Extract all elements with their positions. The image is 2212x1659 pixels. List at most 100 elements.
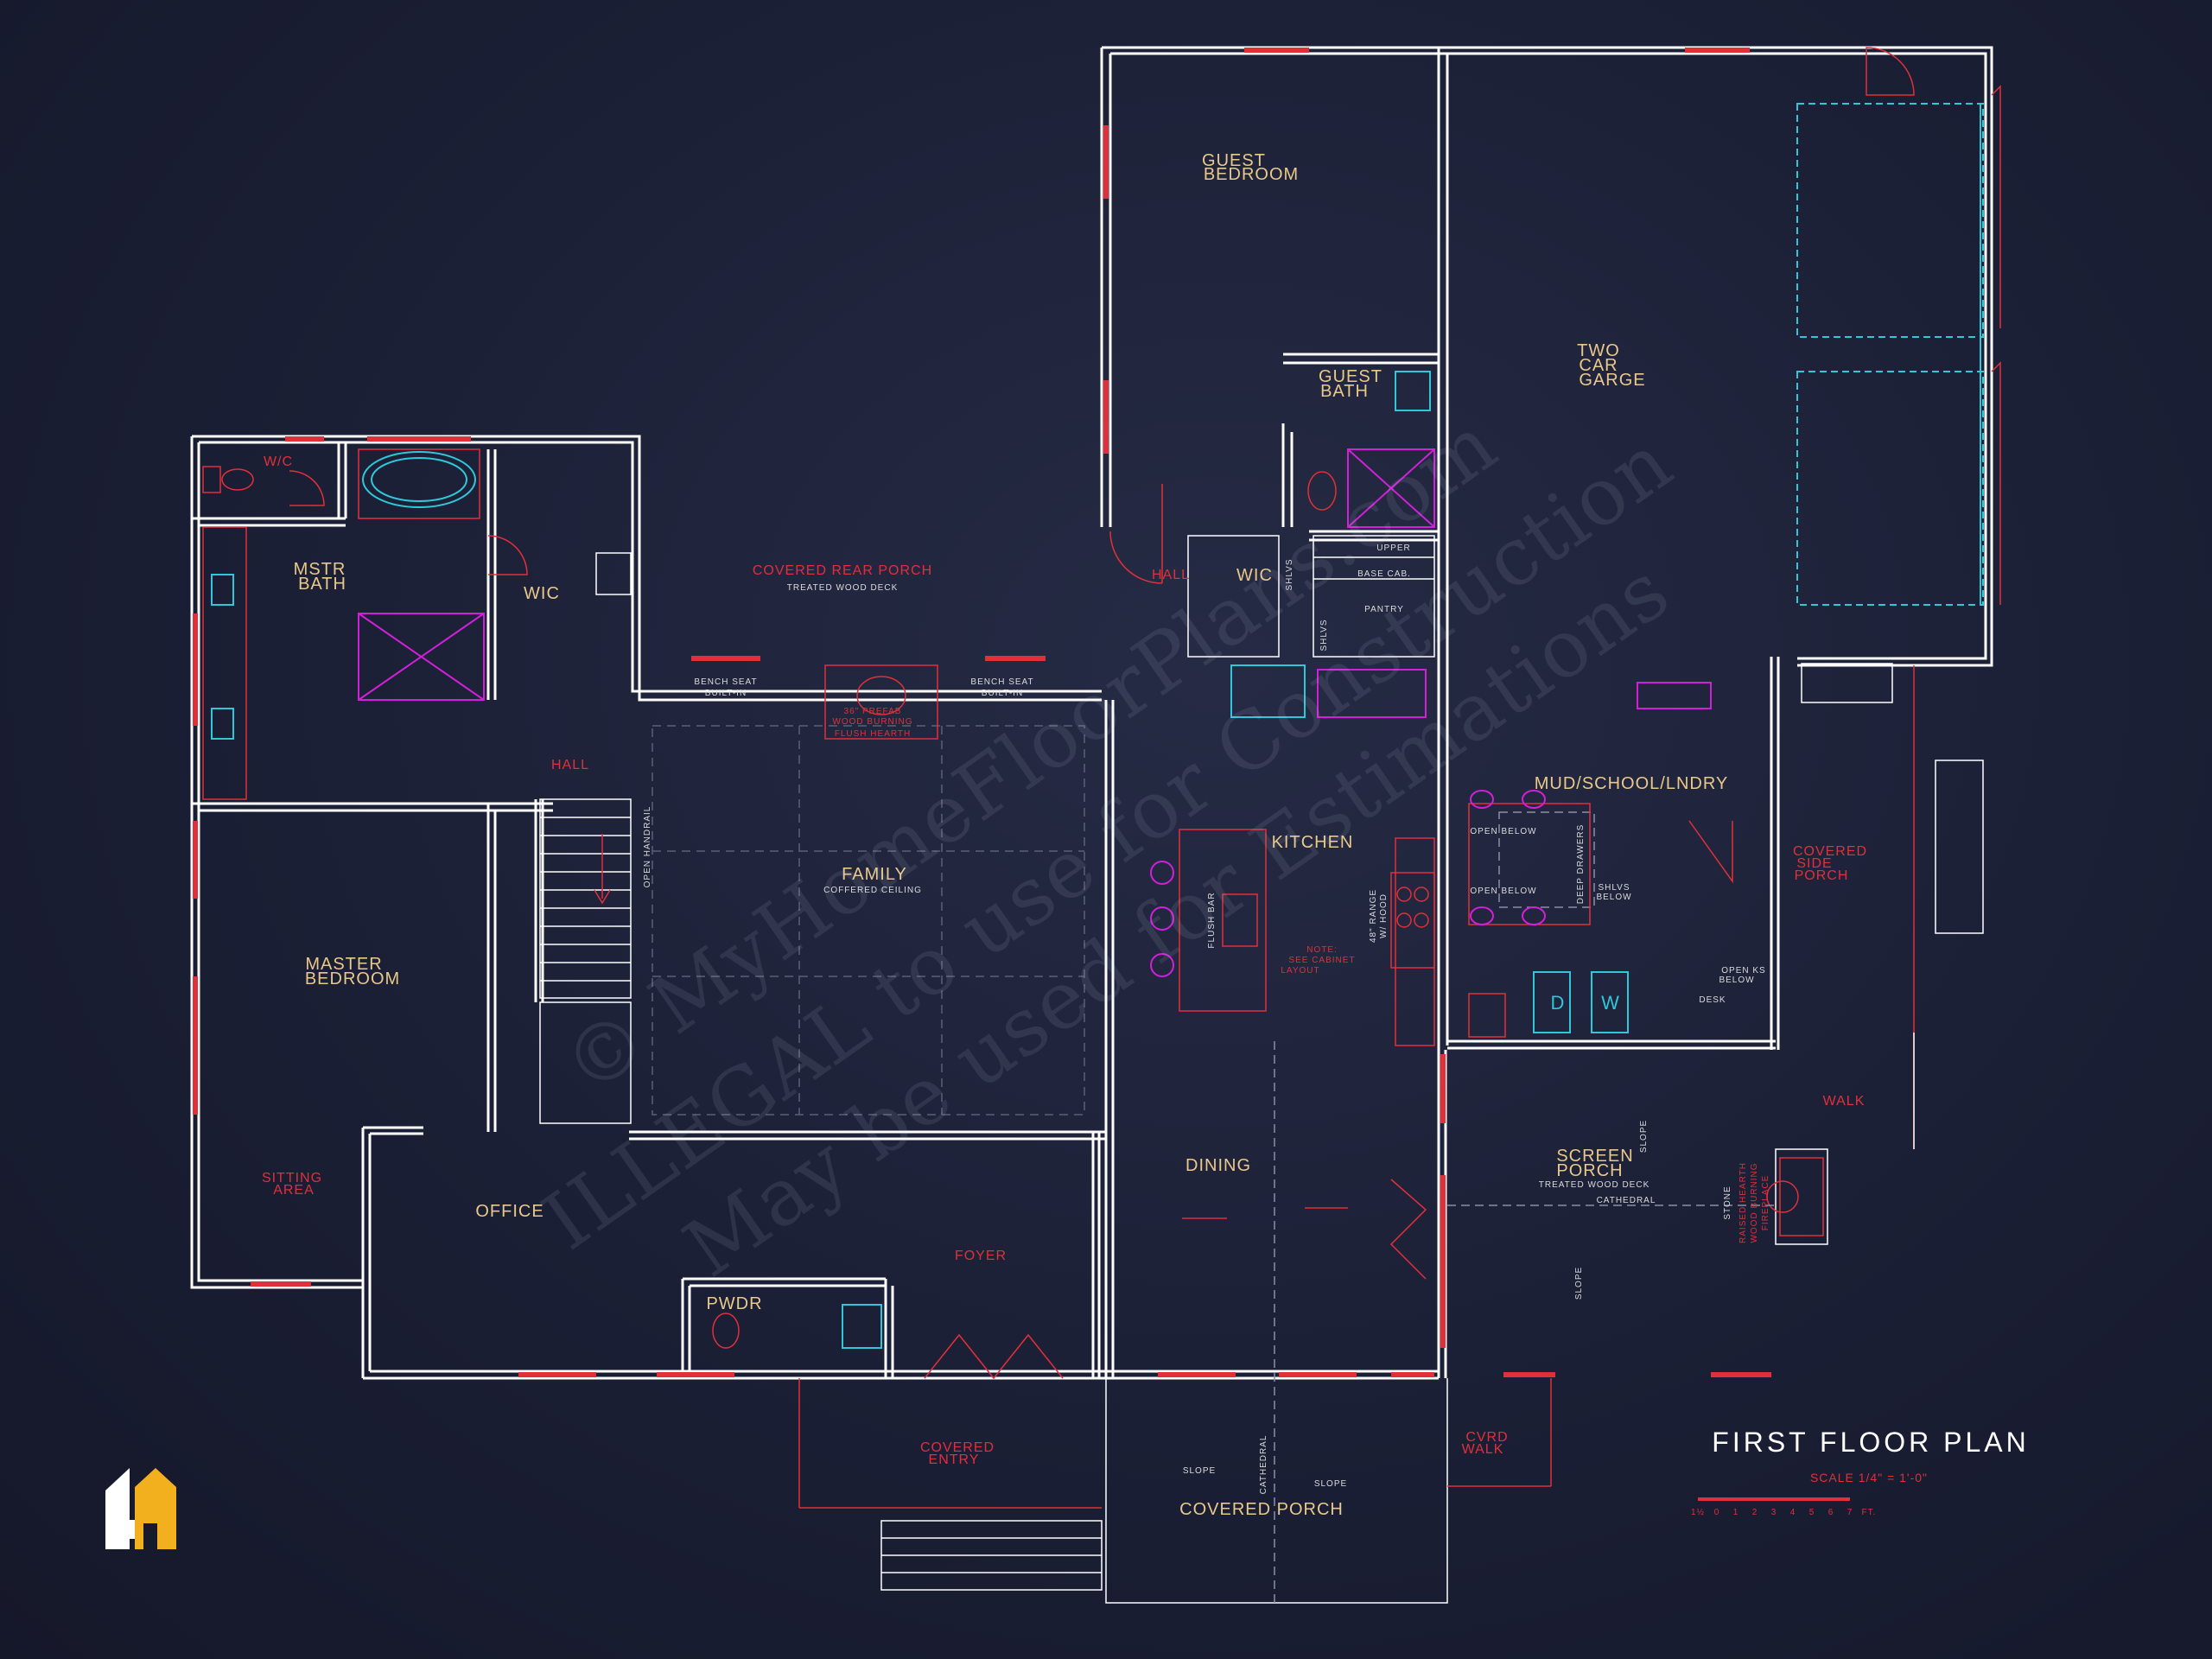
svg-text:COFFERED CEILING: COFFERED CEILING	[823, 886, 922, 895]
label-screen-porch: SCREEN	[1556, 1147, 1633, 1166]
mud-room-fixtures	[1468, 682, 1733, 1038]
svg-text:BENCH SEAT: BENCH SEAT	[970, 677, 1033, 687]
scale-label: SCALE 1/4" = 1'-0"	[1810, 1471, 1928, 1484]
label-covered-porch: COVERED PORCH	[1179, 1500, 1344, 1519]
svg-text:STONE: STONE	[1723, 1185, 1732, 1219]
svg-text:SHLVS: SHLVS	[1598, 883, 1630, 893]
plan-title: FIRST FLOOR PLAN	[1712, 1427, 2029, 1458]
scale-tick-label: 4	[1790, 1508, 1796, 1517]
label-family: FAMILY	[842, 865, 907, 884]
svg-text:SEE CABINET: SEE CABINET	[1288, 956, 1355, 965]
svg-text:SLOPE: SLOPE	[1183, 1466, 1216, 1476]
scale-bar: 1½ 0 1 2 3 4 5 6 7 FT.	[1691, 1497, 1877, 1517]
svg-text:PORCH: PORCH	[1556, 1161, 1623, 1180]
svg-text:BEDROOM: BEDROOM	[1204, 165, 1299, 184]
svg-text:TREATED WOOD DECK: TREATED WOOD DECK	[1539, 1180, 1649, 1190]
label-wic-guest: WIC	[1236, 566, 1273, 585]
scale-tick-label: 1½	[1691, 1508, 1705, 1517]
svg-text:OPEN HANDRAIL: OPEN HANDRAIL	[643, 806, 652, 888]
svg-text:OPEN BELOW: OPEN BELOW	[1470, 827, 1536, 836]
walls	[190, 46, 1993, 1604]
garage-details	[1796, 47, 2001, 606]
svg-text:CATHEDRAL: CATHEDRAL	[1259, 1435, 1268, 1495]
svg-text:OPEN KS: OPEN KS	[1721, 966, 1765, 976]
svg-text:FLUSH HEARTH: FLUSH HEARTH	[835, 729, 912, 739]
entry-details	[712, 1041, 1552, 1603]
screen-porch-details	[1447, 663, 1984, 1245]
master-bath-fixtures	[202, 448, 632, 800]
label-guest-bedroom: GUEST	[1202, 151, 1266, 170]
svg-text:NOTE:: NOTE:	[1306, 945, 1338, 955]
svg-text:SIDE: SIDE	[1796, 856, 1832, 871]
coffered-ceiling	[652, 664, 1085, 1116]
label-hall: HALL	[551, 758, 589, 772]
svg-text:BENCH SEAT: BENCH SEAT	[694, 677, 757, 687]
scale-tick-label: 3	[1771, 1508, 1777, 1517]
svg-text:BELOW: BELOW	[1719, 976, 1754, 985]
label-pantry: PANTRY	[1364, 605, 1404, 614]
svg-text:FIREPLACE: FIREPLACE	[1761, 1175, 1770, 1231]
label-kitchen: KITCHEN	[1272, 833, 1354, 852]
scale-tick-label: 7	[1847, 1508, 1853, 1517]
svg-text:DESK: DESK	[1699, 995, 1726, 1005]
svg-text:WOOD BURNING: WOOD BURNING	[832, 717, 912, 727]
svg-text:SLOPE: SLOPE	[1574, 1267, 1584, 1300]
label-walk: WALK	[1823, 1094, 1866, 1109]
label-hall-upper: HALL	[1152, 568, 1190, 582]
windows	[193, 48, 1771, 1377]
label-dining: DINING	[1185, 1156, 1251, 1175]
label-garage: TWO	[1577, 341, 1620, 360]
svg-text:BUILT-IN: BUILT-IN	[982, 689, 1023, 698]
scale-tick-label: 0	[1714, 1508, 1720, 1517]
svg-text:RAISED HEARTH: RAISED HEARTH	[1738, 1162, 1748, 1243]
svg-text:UPPER: UPPER	[1376, 543, 1410, 553]
label-mstr-bath: MSTR	[294, 560, 346, 579]
watermark: © MyHomeFloorPlans.com ILLEGAL to use fo…	[527, 397, 1688, 1295]
h-logo	[105, 1468, 176, 1549]
room-labels: GUEST BEDROOM TWO CAR GARGE GUEST BATH W…	[262, 151, 1867, 1519]
kitchen-fixtures	[1150, 829, 1435, 1046]
svg-text:SLOPE: SLOPE	[1639, 1120, 1649, 1153]
label-wc: W/C	[264, 454, 293, 469]
svg-text:W/ HOOD: W/ HOOD	[1379, 893, 1389, 938]
svg-text:SHLVS: SHLVS	[1285, 558, 1294, 590]
svg-text:OPEN BELOW: OPEN BELOW	[1470, 887, 1536, 896]
label-office: OFFICE	[475, 1202, 543, 1221]
svg-text:GARGE: GARGE	[1579, 371, 1645, 390]
svg-text:48" RANGE: 48" RANGE	[1369, 889, 1378, 943]
label-covered-side-porch: COVERED	[1793, 844, 1867, 859]
rotated-labels: SHLVS SHLVS FLUSH BAR 48" RANGE W/ HOOD …	[643, 558, 1770, 1494]
svg-text:SLOPE: SLOPE	[1314, 1479, 1347, 1489]
svg-text:ENTRY: ENTRY	[929, 1452, 980, 1467]
svg-text:FLUSH BAR: FLUSH BAR	[1207, 892, 1217, 948]
label-guest-bath: GUEST	[1319, 367, 1382, 386]
scale-tick-label: 1	[1733, 1508, 1739, 1517]
svg-text:BELOW: BELOW	[1596, 893, 1631, 902]
scale-tick-label: 2	[1752, 1508, 1758, 1517]
svg-text:BUILT-IN: BUILT-IN	[705, 689, 747, 698]
svg-text:BASE CAB.: BASE CAB.	[1357, 569, 1411, 579]
svg-text:WOOD BURNING: WOOD BURNING	[1750, 1162, 1759, 1243]
label-sitting-area: SITTING	[262, 1171, 322, 1185]
svg-text:WALK: WALK	[1462, 1442, 1504, 1457]
label-pwdr: PWDR	[706, 1294, 762, 1313]
svg-text:PORCH: PORCH	[1795, 868, 1849, 883]
svg-text:ILLEGAL to use for Constructio: ILLEGAL to use for Construction	[527, 416, 1688, 1268]
label-covered-rear-porch: COVERED REAR PORCH	[753, 563, 932, 578]
svg-text:SHLVS: SHLVS	[1319, 619, 1329, 651]
label-cvrd-walk: CVRD	[1465, 1430, 1508, 1445]
label-master-bedroom: MASTER	[305, 955, 382, 974]
scale-tick-label: FT.	[1862, 1508, 1877, 1517]
svg-text:DEEP DRAWERS: DEEP DRAWERS	[1576, 824, 1586, 905]
scale-tick-label: 6	[1828, 1508, 1834, 1517]
label-foyer: FOYER	[955, 1249, 1007, 1263]
svg-text:36" PREFAB: 36" PREFAB	[844, 707, 902, 716]
scale-tick-label: 5	[1809, 1508, 1815, 1517]
label-dryer: D	[1551, 992, 1566, 1014]
svg-text:BEDROOM: BEDROOM	[305, 969, 400, 988]
svg-text:AREA: AREA	[273, 1183, 315, 1198]
svg-text:LAYOUT: LAYOUT	[1281, 966, 1319, 976]
stairs	[539, 798, 632, 1124]
